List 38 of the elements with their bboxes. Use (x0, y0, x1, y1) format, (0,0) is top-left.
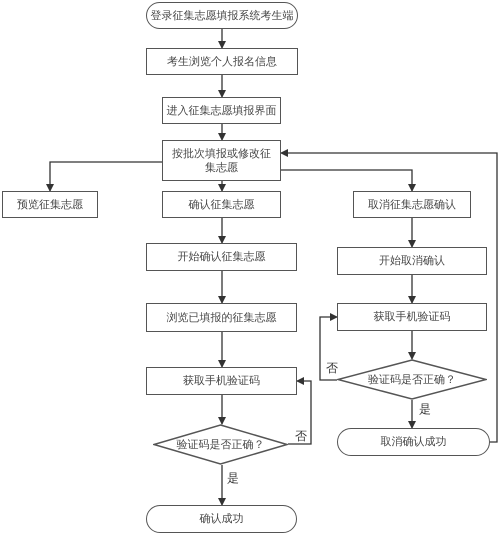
arrow (46, 161, 162, 192)
arrow (218, 395, 226, 425)
arrow (218, 465, 226, 506)
arrow (218, 29, 226, 49)
arrow (218, 218, 226, 244)
process-box: 浏览已填报的征集志愿 (146, 303, 297, 332)
process-box: 确认征集志愿 (162, 191, 281, 218)
arrow (218, 332, 226, 368)
terminal-box: 确认成功 (146, 505, 297, 533)
process-box: 获取手机验证码 (146, 367, 297, 395)
edge-label: 否 (325, 362, 339, 375)
process-box: 取消征集志愿确认 (353, 191, 471, 218)
arrow (408, 218, 416, 248)
process-box: 开始取消确认 (337, 247, 487, 275)
process-box: 预览征集志愿 (2, 191, 98, 218)
decision-diamond: 验证码是否正确？ (337, 359, 487, 400)
process-box: 进入征集志愿填报界面 (162, 97, 281, 124)
arrow (408, 331, 416, 360)
arrow (280, 149, 498, 443)
process-box: 按批次填报或修改征集志愿 (162, 140, 281, 181)
arrow (218, 124, 226, 141)
arrow (408, 400, 416, 429)
process-box: 获取手机验证码 (337, 303, 487, 331)
terminal-box: 登录征集志愿填报系统考生端 (146, 2, 298, 29)
arrow (218, 75, 226, 98)
edge-label: 是 (418, 403, 432, 416)
edge-label: 否 (294, 430, 308, 443)
arrow (408, 275, 416, 304)
process-box: 考生浏览个人报名信息 (146, 48, 298, 75)
arrow (281, 169, 416, 192)
edge-label: 是 (226, 472, 240, 485)
decision-diamond: 验证码是否正确？ (153, 424, 288, 465)
arrow (218, 181, 226, 192)
terminal-box: 取消确认成功 (337, 428, 490, 456)
process-box: 开始确认征集志愿 (146, 243, 297, 271)
arrow (288, 377, 312, 445)
arrow (218, 271, 226, 304)
arrow (319, 313, 338, 381)
